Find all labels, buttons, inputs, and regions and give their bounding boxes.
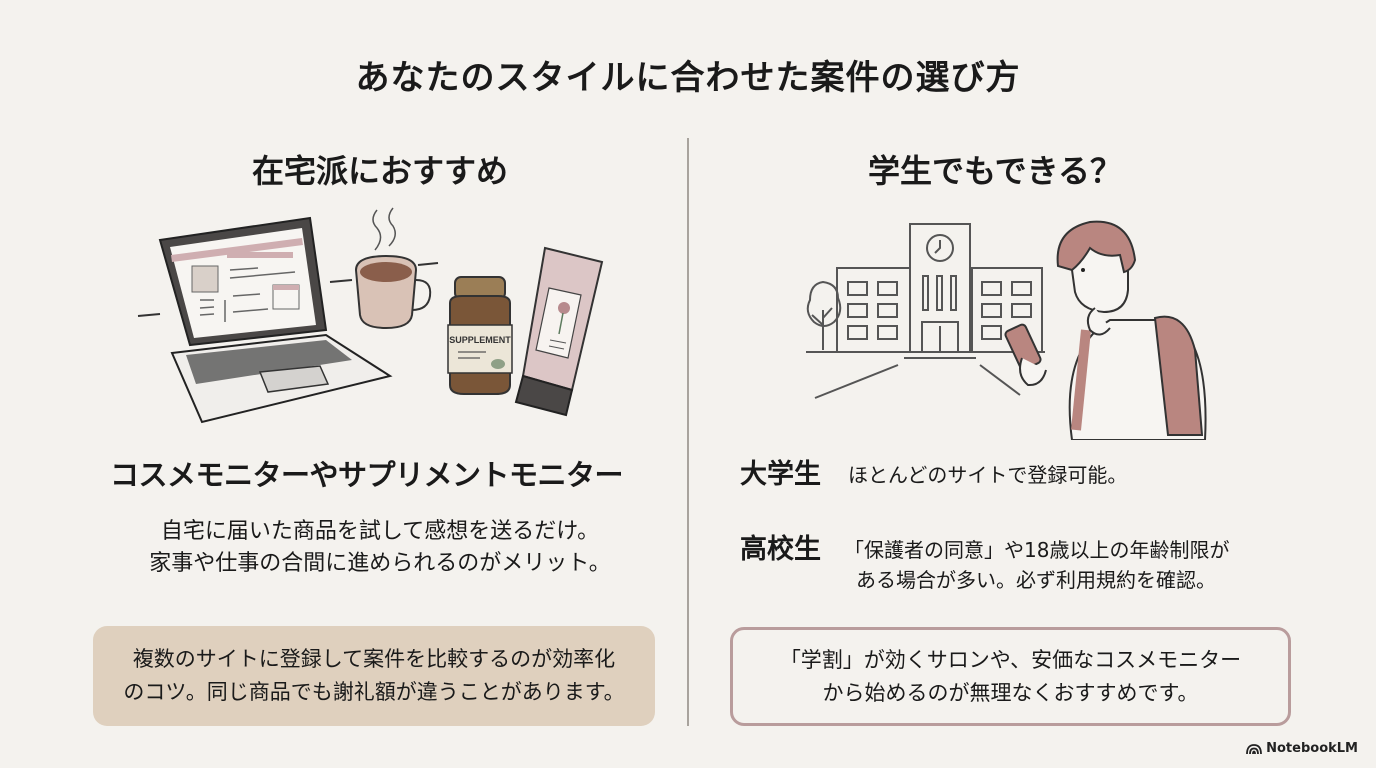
student-with-phone-icon xyxy=(1004,220,1207,441)
supplement-bottle-icon: SUPPLEMENT xyxy=(447,276,513,395)
left-description-line: 家事や仕事の合間に進められるのがメリット。 xyxy=(149,551,611,576)
right-callout-line: 「学割」が効くサロンや、安価なコスメモニター xyxy=(779,647,1242,672)
school-building-icon xyxy=(806,223,1045,399)
right-tip-callout: 「学割」が効くサロンや、安価なコスメモニター から始めるのが無理なくおすすめです… xyxy=(730,627,1291,726)
notebooklm-logo-icon xyxy=(1246,743,1263,754)
coffee-cup-icon xyxy=(354,207,432,330)
notebooklm-brand: NotebookLM xyxy=(1246,741,1358,756)
laptop-icon xyxy=(158,216,393,424)
university-student-line: ほとんどのサイトで登録可能。 xyxy=(848,463,1128,487)
svg-text:SUPPLEMENT: SUPPLEMENT xyxy=(449,335,511,345)
main-title: あなたのスタイルに合わせた案件の選び方 xyxy=(355,58,1021,98)
left-callout-line: 複数のサイトに登録して案件を比較するのが効率化 xyxy=(132,647,616,671)
university-student-label: 大学生 xyxy=(740,459,821,490)
highlight-title: コスメモニターやサプリメントモニター xyxy=(108,452,640,500)
left-tip-callout: 複数のサイトに登録して案件を比較するのが効率化 のコツ。同じ商品でも謝礼額が違う… xyxy=(93,626,655,726)
left-heading: 在宅派におすすめ xyxy=(251,152,508,190)
left-description: 自宅に届いた商品を試して感想を送るだけ。 家事や仕事の合間に進められるのがメリッ… xyxy=(100,516,660,580)
tree-icon xyxy=(806,280,842,350)
high-school-student-label: 高校生 xyxy=(740,534,821,565)
highlight-joiner: や xyxy=(309,458,339,492)
cosmetic-tube-icon xyxy=(514,246,604,417)
table-line-icon xyxy=(137,313,161,317)
right-callout-line: から始めるのが無理なくおすすめです。 xyxy=(822,680,1199,705)
home-worker-illustration: SUPPLEMENT xyxy=(130,200,630,430)
university-student-text: ほとんどのサイトで登録可能。 xyxy=(848,458,1127,490)
right-heading: 学生でもできる？ xyxy=(867,152,1123,190)
high-school-student-row: 高校生 「保護者の同意」や18歳以上の年齢制限が ある場合が多い。必ず利用規約を… xyxy=(740,533,1229,595)
university-student-row: 大学生 ほとんどのサイトで登録可能。 xyxy=(740,458,1127,492)
left-callout-line: のコツ。同じ商品でも謝礼額が違うことがあります。 xyxy=(123,680,625,704)
highlight-cosme-monitor: コスメモニター xyxy=(108,452,312,500)
student-illustration xyxy=(790,200,1210,441)
high-school-student-text: 「保護者の同意」や18歳以上の年齢制限が ある場合が多い。必ず利用規約を確認。 xyxy=(844,533,1229,595)
high-school-student-line: 「保護者の同意」や18歳以上の年齢制限が xyxy=(844,538,1230,562)
highlight-supplement-monitor: サプリメントモニター xyxy=(336,452,626,500)
high-school-student-line: ある場合が多い。必ず利用規約を確認。 xyxy=(856,568,1216,592)
brand-name: NotebookLM xyxy=(1266,741,1358,756)
column-divider xyxy=(687,138,689,726)
left-description-line: 自宅に届いた商品を試して感想を送るだけ。 xyxy=(160,519,600,544)
